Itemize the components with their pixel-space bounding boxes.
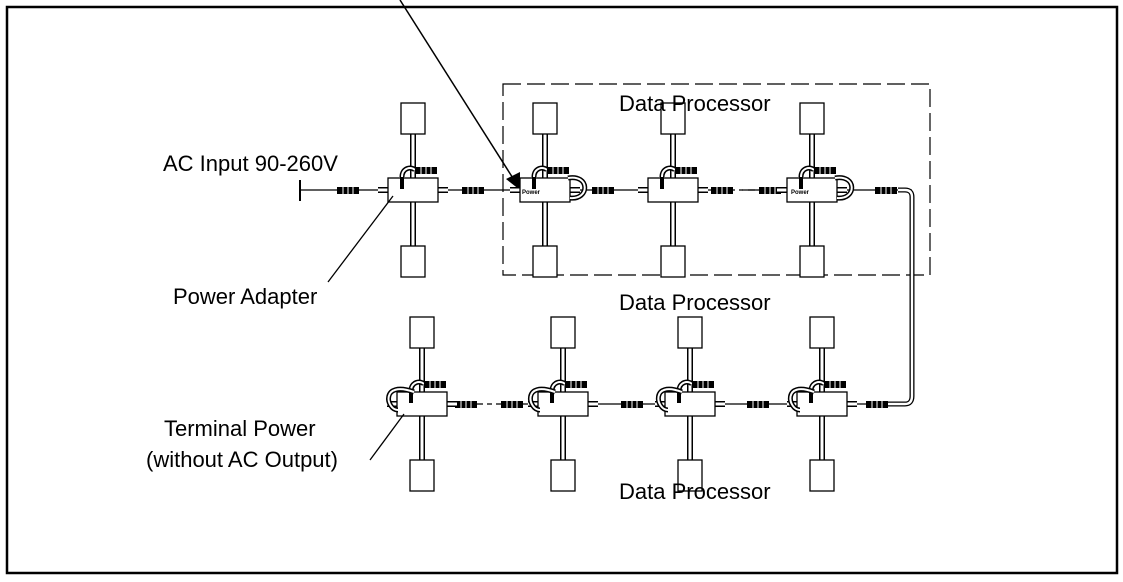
processor-node-bottom-3 <box>787 317 857 491</box>
processor-node-bottom-2 <box>655 317 725 491</box>
power-adapter-node <box>378 103 448 277</box>
power-tag-2: Power <box>791 190 810 196</box>
processor-node-top-3 <box>777 103 847 277</box>
terminal-power-node <box>387 317 457 491</box>
arrowhead-icon <box>506 172 520 190</box>
power-adapter-leader <box>327 195 394 283</box>
ac-input-label: AC Input 90-260V <box>163 151 338 176</box>
return-cable <box>885 187 915 407</box>
data-processor-middle-label: Data Processor <box>619 290 771 315</box>
data-processor-bottom-label: Data Processor <box>619 479 771 504</box>
leader-arrow <box>399 0 517 184</box>
power-tag-1: Power <box>522 190 541 196</box>
processor-node-bottom-1 <box>528 317 598 491</box>
processor-node-top-2 <box>638 103 708 277</box>
power-adapter-label: Power Adapter <box>173 284 317 309</box>
terminal-power-leader <box>369 413 405 461</box>
data-processor-enclosure <box>502 83 931 276</box>
diagram-frame <box>5 5 1119 575</box>
terminal-power-sublabel: (without AC Output) <box>146 447 338 472</box>
data-processor-boxed-label: Data Processor <box>619 91 771 116</box>
processor-node-top-1 <box>510 103 580 277</box>
terminal-power-label: Terminal Power <box>164 416 316 441</box>
